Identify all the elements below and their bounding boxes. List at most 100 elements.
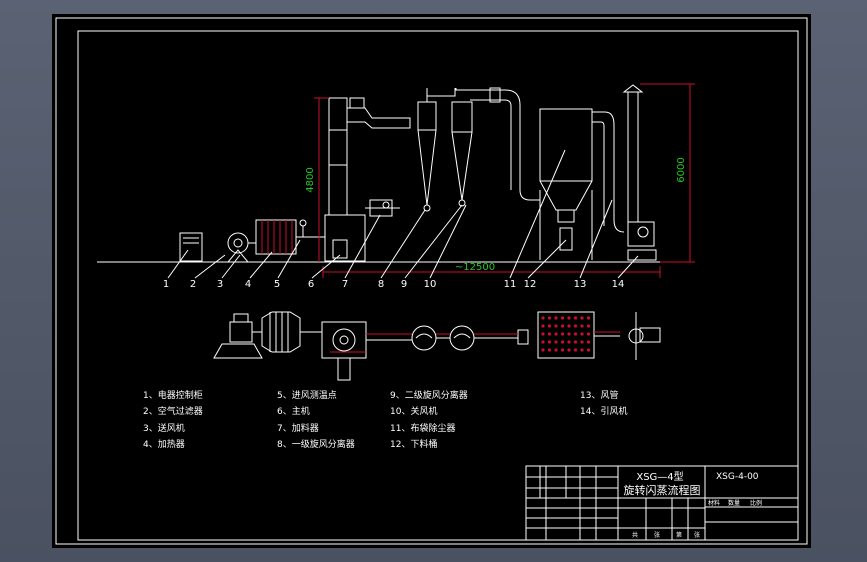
legend-9: 9、二级旋风分离器 (390, 389, 468, 401)
legend-5: 5、进风测温点 (277, 390, 337, 401)
title-sheet-total-unit: 张 (654, 531, 660, 539)
bag-filter-dot (573, 316, 578, 320)
bag-filter-dot (580, 340, 584, 344)
bag-filter-dot (554, 324, 558, 328)
leader-lines (167, 149, 639, 279)
plan-red-ducts (330, 331, 620, 353)
legend-6: 6、主机 (277, 405, 310, 417)
title-drawing-name: 旋转闪蒸流程图 (624, 483, 701, 497)
legend-12: 12、下料桶 (390, 438, 437, 450)
bag-filter-dot (554, 348, 558, 352)
title-sheet-total: 共 (632, 531, 638, 539)
bag-filter-dot (541, 324, 545, 328)
bag-filter-dot (541, 340, 545, 344)
outer-border (55, 17, 808, 545)
callout-1: 1 (163, 279, 169, 290)
bag-filter-dot (560, 348, 565, 352)
callout-10: 10 (424, 279, 437, 290)
callout-2: 2 (190, 279, 196, 290)
callout-3: 3 (217, 279, 223, 290)
title-sheet-index: 第 (676, 531, 682, 539)
dim-length: ~12500 (455, 262, 495, 273)
callout-8: 8 (378, 279, 384, 290)
bag-filter-dot (580, 324, 584, 328)
bag-filter-dot (567, 348, 571, 352)
callout-9: 9 (401, 279, 407, 290)
bag-filter-dot (567, 332, 571, 336)
bag-filter-dot (586, 340, 591, 344)
callout-7: 7 (342, 279, 348, 290)
bag-filter-dot (580, 332, 584, 336)
dim-height-left: 4800 (305, 167, 316, 192)
bag-filter-dot (547, 324, 552, 328)
bag-filter-dot (560, 316, 565, 320)
legend-2: 2、空气过滤器 (143, 405, 203, 417)
plan-view (213, 311, 661, 381)
callout-6: 6 (308, 279, 314, 290)
bag-filter-dot (567, 316, 571, 320)
legend-1: 1、电器控制柜 (143, 389, 203, 401)
electrical-cabinet (179, 232, 203, 262)
bag-filter-dot (547, 316, 552, 320)
bag-filter-dot (573, 332, 578, 336)
callout-5: 5 (274, 279, 280, 290)
callout-14: 14 (612, 279, 625, 290)
callout-12: 12 (524, 279, 537, 290)
drawing-sheet (52, 14, 811, 548)
bag-filter-dot (580, 348, 584, 352)
bag-filter-dot (586, 324, 591, 328)
bag-filter-dot (573, 340, 578, 344)
plan-heater (261, 311, 301, 353)
callout-11: 11 (504, 279, 517, 290)
legend-13: 13、风管 (580, 389, 618, 401)
dim-height-right: 6000 (676, 157, 687, 182)
bag-filter-dot (541, 316, 545, 320)
induced-draft-fan (627, 221, 655, 247)
legend-3: 3、送风机 (143, 422, 185, 434)
bag-filter-dot (547, 332, 552, 336)
elevation-view (179, 84, 657, 263)
bag-filter-dot (586, 316, 591, 320)
bag-filter-dot (560, 324, 565, 328)
bag-filter-dot (573, 348, 578, 352)
legend-4: 4、加热器 (143, 438, 185, 450)
title-material-label: 材料 (708, 499, 720, 507)
legend-14: 14、引风机 (580, 405, 627, 417)
title-quantity-label: 数量 (728, 499, 740, 507)
bag-filter-dot (541, 332, 545, 336)
bag-filter-dot (586, 348, 591, 352)
bag-filter-dot (567, 340, 571, 344)
cyclone-2 (451, 101, 473, 133)
discharge-bin (559, 227, 573, 251)
legend-7: 7、加料器 (277, 422, 319, 434)
title-model: XSG—4型 (636, 470, 683, 483)
legend-8: 8、一级旋风分离器 (277, 438, 355, 450)
bag-filter-dot (554, 340, 558, 344)
inner-border (77, 30, 799, 541)
bag-filter-dot (567, 324, 571, 328)
bag-filter-dot (586, 332, 591, 336)
main-dryer-column (328, 97, 348, 216)
bag-filter-dot (580, 316, 584, 320)
bag-filter-dot (541, 348, 545, 352)
callout-13: 13 (574, 279, 587, 290)
dimension-lines (314, 83, 695, 278)
bag-filter-dot (547, 340, 552, 344)
title-block (525, 465, 799, 541)
title-sheet-index-unit: 张 (694, 531, 700, 539)
air-duct (592, 111, 625, 233)
callout-4: 4 (245, 279, 251, 290)
bag-filter (539, 108, 593, 182)
title-drawing-no: XSG-4-00 (716, 472, 759, 482)
bag-filter-dot (554, 316, 558, 320)
bag-filter-dots (541, 316, 591, 352)
plan-bag-filter (537, 311, 595, 359)
legend-11: 11、布袋除尘器 (390, 422, 455, 434)
bag-filter-dot (560, 332, 565, 336)
bag-filter-dot (547, 348, 552, 352)
bag-filter-dot (560, 340, 565, 344)
legend-10: 10、关风机 (390, 405, 437, 417)
title-ratio-label: 比例 (750, 499, 762, 507)
